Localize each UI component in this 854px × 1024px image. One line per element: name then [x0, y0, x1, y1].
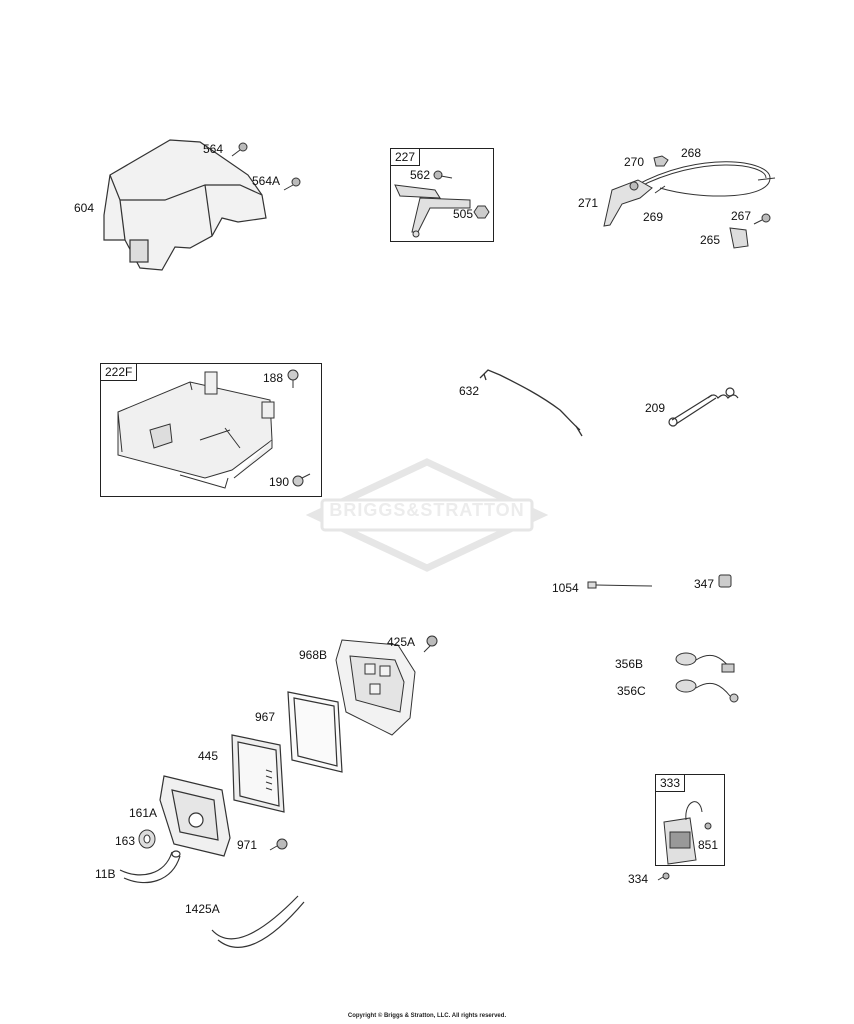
control-cable-part: [603, 155, 776, 249]
callout-box-label: 227: [391, 149, 421, 166]
copyright-footer: Copyright © Briggs & Stratton, LLC. All …: [347, 1013, 507, 1019]
part-label: 265: [700, 233, 721, 247]
callout-box-label: 222F: [101, 364, 138, 381]
part-label: 347: [694, 577, 715, 591]
air-cleaner-base-part: [335, 635, 438, 736]
gasket-163-part: [138, 829, 156, 849]
part-label: 267: [731, 209, 752, 223]
part-label: 564A: [252, 174, 281, 188]
air-filter-part: [231, 734, 285, 813]
part-label: 968B: [299, 648, 328, 662]
part-label: 356C: [617, 684, 646, 698]
watermark-text: BRIGGS&STRATTON: [329, 500, 525, 520]
watermark-logo: [305, 458, 549, 572]
part-label: 632: [459, 384, 480, 398]
wire-356C-part: [675, 679, 739, 703]
air-cleaner-cover-part: [159, 775, 231, 857]
wire-356B-part: [675, 652, 735, 673]
part-label: 967: [255, 710, 276, 724]
part-label: 209: [645, 401, 666, 415]
part-label: 851: [698, 838, 719, 852]
part-label: 1425A: [185, 902, 220, 916]
governor-link-part: [479, 369, 583, 437]
callout-box-label: 333: [656, 775, 686, 792]
part-label: 269: [643, 210, 664, 224]
part-label: 604: [74, 201, 95, 215]
throttle-bracket-part: [394, 170, 490, 238]
control-bracket-base-part: [117, 369, 311, 489]
part-label: 505: [453, 207, 474, 221]
cable-tie-part: [587, 581, 653, 589]
screw-564A-part: [283, 177, 301, 191]
part-label: 161A: [129, 806, 158, 820]
breather-tube-11B-part: [119, 850, 181, 884]
part-label: 268: [681, 146, 702, 160]
blower-housing-part: [103, 139, 267, 271]
part-label: 564: [203, 142, 224, 156]
part-label: 445: [198, 749, 219, 763]
screw-971-part: [269, 838, 288, 851]
governor-spring-part: [668, 387, 739, 427]
pre-cleaner-part: [287, 691, 343, 773]
ignition-armature-part: [663, 801, 712, 865]
part-label: 334: [628, 872, 649, 886]
clip-347-part: [718, 574, 732, 588]
part-label: 425A: [387, 635, 416, 649]
part-label: 188: [263, 371, 284, 385]
part-label: 562: [410, 168, 431, 182]
callout-box-222F: 222F: [100, 363, 322, 497]
tube-1425A-part: [211, 895, 305, 948]
part-label: 356B: [615, 657, 644, 671]
part-label: 163: [115, 834, 136, 848]
screw-564-part: [231, 142, 248, 157]
callout-box-333: 333: [655, 774, 725, 866]
part-label: 11B: [95, 867, 116, 881]
part-label: 270: [624, 155, 645, 169]
part-label: 190: [269, 475, 290, 489]
screw-334-part: [657, 872, 670, 881]
part-label: 271: [578, 196, 599, 210]
part-label: 971: [237, 838, 258, 852]
part-label: 1054: [552, 581, 579, 595]
callout-box-227: 227: [390, 148, 494, 242]
